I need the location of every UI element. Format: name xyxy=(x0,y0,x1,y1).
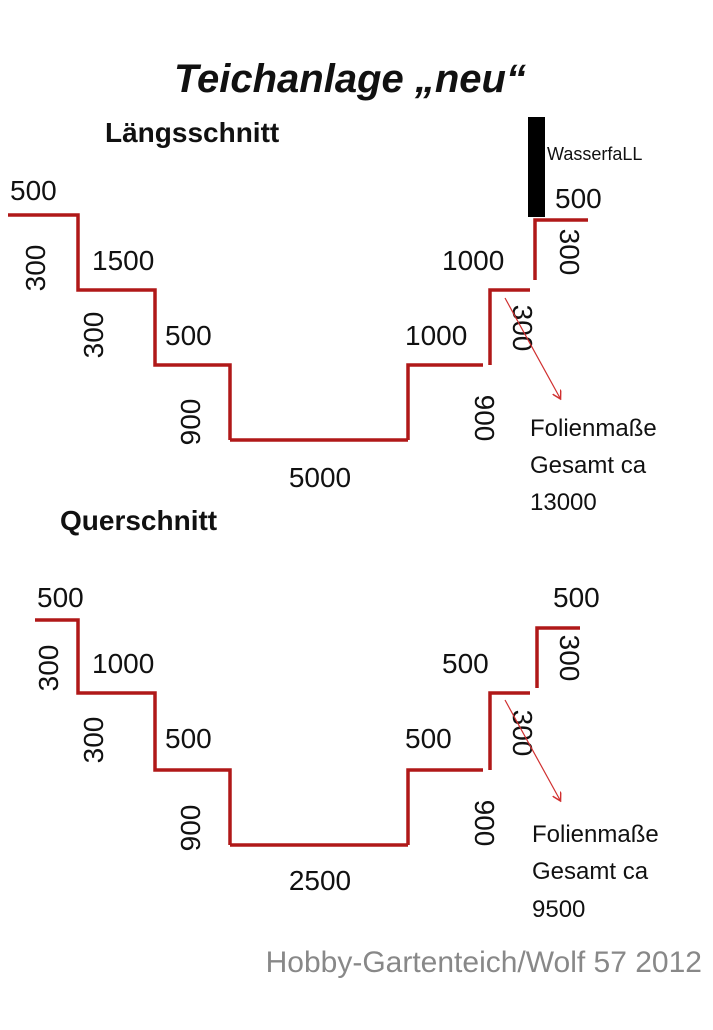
quer-left-step2: 500 xyxy=(165,723,212,754)
quer-left-top-width: 500 xyxy=(37,582,84,613)
laengs-left-step2: 500 xyxy=(165,320,212,351)
laengs-right-top-width: 500 xyxy=(555,183,602,214)
laengsschnitt-right-step1 xyxy=(533,218,588,280)
laengsschnitt-left-profile xyxy=(8,213,232,440)
quer-left-depth1: 300 xyxy=(33,645,64,692)
querschnitt-left-profile xyxy=(35,618,232,845)
laengs-bottom-width: 5000 xyxy=(289,462,351,493)
quer-right-depth1: 300 xyxy=(554,635,585,682)
querschnitt-right-step2 xyxy=(488,691,530,770)
laengs-note-line3: 13000 xyxy=(530,489,597,516)
laengsschnitt-right-step2 xyxy=(488,288,530,365)
quer-note-line3: 9500 xyxy=(532,896,585,923)
laengs-right-depth3: 900 xyxy=(469,395,500,442)
laengs-left-top-width: 500 xyxy=(10,175,57,206)
laengs-left-depth2: 300 xyxy=(78,312,109,359)
laengs-note-line2: Gesamt ca xyxy=(530,452,647,479)
quer-right-step1: 500 xyxy=(442,648,489,679)
waterfall-block xyxy=(528,117,545,217)
quer-note-line1: Folienmaße xyxy=(532,821,659,848)
laengs-right-step2: 1000 xyxy=(405,320,467,351)
laengsschnitt-right-profile xyxy=(406,363,483,440)
quer-right-top-width: 500 xyxy=(553,582,600,613)
quer-note-line2: Gesamt ca xyxy=(532,858,649,885)
quer-note-arrow xyxy=(504,699,560,800)
querschnitt-heading: Querschnitt xyxy=(60,505,217,536)
waterfall-label: WasserfaLL xyxy=(547,144,642,164)
page-title: Teichanlage „neu“ xyxy=(174,57,526,101)
laengs-note-arrow xyxy=(504,297,560,398)
laengsschnitt-heading: Längsschnitt xyxy=(105,117,279,148)
laengs-left-depth3: 900 xyxy=(175,399,206,446)
quer-left-depth3: 900 xyxy=(175,805,206,852)
laengs-left-step1: 1500 xyxy=(92,245,154,276)
quer-right-depth3: 900 xyxy=(469,800,500,847)
laengs-right-depth2: 300 xyxy=(507,305,538,352)
quer-bottom-width: 2500 xyxy=(289,865,351,896)
querschnitt-right-profile xyxy=(406,768,483,845)
laengs-left-depth1: 300 xyxy=(20,245,51,292)
quer-right-step2: 500 xyxy=(405,723,452,754)
laengs-right-step1: 1000 xyxy=(442,245,504,276)
laengs-note-line1: Folienmaße xyxy=(530,415,657,442)
quer-left-step1: 1000 xyxy=(92,648,154,679)
credit-text: Hobby-Gartenteich/Wolf 57 2012 xyxy=(266,946,702,979)
quer-left-depth2: 300 xyxy=(78,717,109,764)
querschnitt-right-step1 xyxy=(535,626,580,688)
laengs-right-depth1: 300 xyxy=(554,229,585,276)
